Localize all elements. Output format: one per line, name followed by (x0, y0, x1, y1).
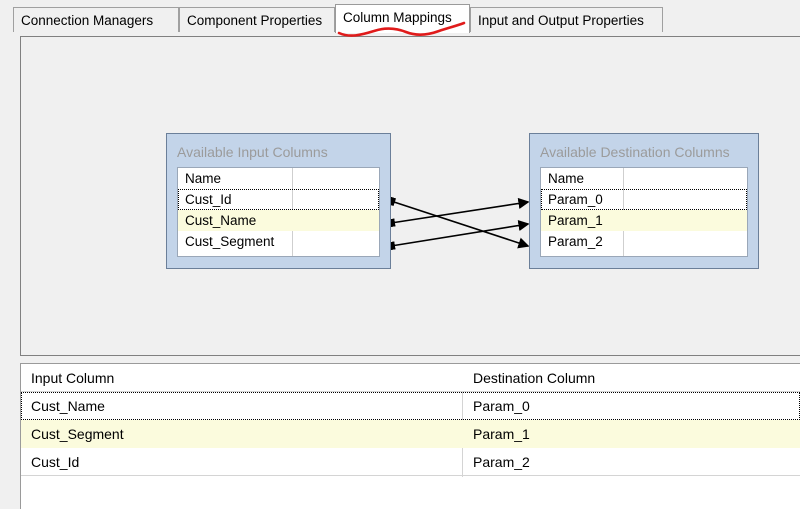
grid-cell-input: Cust_Id (31, 454, 80, 470)
grid-empty-area[interactable] (21, 477, 800, 509)
input-list-item-cust-segment[interactable]: Cust_Segment (178, 231, 379, 252)
destination-list-item-param-2[interactable]: Param_2 (541, 231, 747, 252)
available-input-columns-list[interactable]: Name Cust_Id Cust_Name Cust_Segment (177, 167, 380, 257)
grid-header-destination-column[interactable]: Destination Column (473, 370, 596, 386)
grid-cell-destination: Param_1 (473, 426, 530, 442)
tab-input-and-output-properties[interactable]: Input and Output Properties (470, 7, 663, 32)
item-label: Param_2 (548, 234, 603, 249)
tab-strip: Connection Managers Component Properties… (0, 0, 800, 33)
destination-list-header: Name (541, 168, 747, 189)
input-list-item-cust-name[interactable]: Cust_Name (178, 210, 379, 231)
column-mapping-grid[interactable]: Input Column Destination Column Cust_Nam… (20, 363, 800, 509)
tab-component-properties[interactable]: Component Properties (179, 7, 335, 32)
tab-label: Column Mappings (343, 10, 452, 25)
tab-column-mappings[interactable]: Column Mappings (335, 4, 470, 33)
available-destination-columns-list[interactable]: Name Param_0 Param_1 Param_2 (540, 167, 748, 257)
item-label: Param_1 (548, 213, 603, 228)
header-label: Name (185, 171, 222, 186)
header-label: Name (548, 171, 585, 186)
connector-cust-id-to-param-2 (385, 195, 530, 249)
table-row[interactable]: Cust_Segment Param_1 (21, 420, 800, 448)
available-input-columns-title: Available Input Columns (177, 144, 328, 160)
input-list-header: Name (178, 168, 379, 189)
tab-label: Component Properties (187, 13, 323, 28)
grid-cell-input: Cust_Name (31, 398, 105, 414)
destination-list-item-param-0[interactable]: Param_0 (541, 189, 747, 210)
connector-cust-segment-to-param-1 (386, 219, 530, 251)
item-label: Cust_Id (185, 192, 232, 207)
connector-cust-name-to-param-0 (386, 197, 530, 228)
item-label: Cust_Name (185, 213, 257, 228)
grid-header-input-column[interactable]: Input Column (31, 370, 115, 386)
available-destination-columns-box[interactable]: Available Destination Columns Name Param… (529, 133, 759, 269)
column-mapping-diagram-panel[interactable]: Available Input Columns Name Cust_Id Cus… (20, 36, 800, 356)
tab-label: Input and Output Properties (478, 13, 644, 28)
input-list-item-cust-id[interactable]: Cust_Id (178, 189, 379, 210)
table-row[interactable]: Cust_Name Param_0 (21, 392, 800, 420)
item-label: Cust_Segment (185, 234, 275, 249)
grid-header-row: Input Column Destination Column (21, 364, 800, 392)
available-input-columns-box[interactable]: Available Input Columns Name Cust_Id Cus… (166, 133, 391, 269)
table-row[interactable]: Cust_Id Param_2 (21, 448, 800, 476)
tab-label: Connection Managers (21, 13, 154, 28)
available-destination-columns-title: Available Destination Columns (540, 144, 730, 160)
item-label: Param_0 (548, 192, 603, 207)
grid-cell-destination: Param_2 (473, 454, 530, 470)
destination-list-item-param-1[interactable]: Param_1 (541, 210, 747, 231)
grid-cell-destination: Param_0 (473, 398, 530, 414)
tab-connection-managers[interactable]: Connection Managers (13, 7, 179, 32)
grid-cell-input: Cust_Segment (31, 426, 124, 442)
